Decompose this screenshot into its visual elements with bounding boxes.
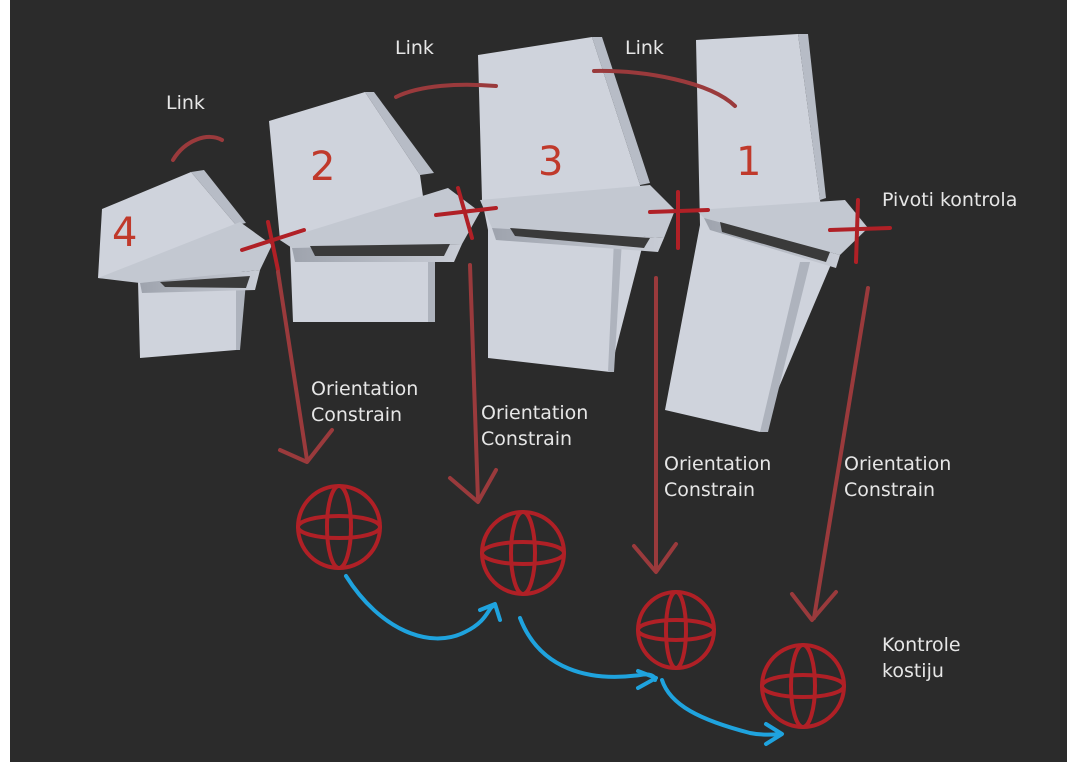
pivot-cross-3 (434, 186, 498, 240)
pivot-cross-1 (828, 198, 892, 264)
hierarchy-arrow-4-3 (344, 574, 502, 641)
bone-number-4: 4 (112, 210, 137, 256)
constraint-label-2-line1: Orientation (664, 453, 772, 475)
pivots-label: Pivoti kontrola (882, 189, 1018, 211)
constraint-arrow-2 (632, 276, 678, 574)
hierarchy-arrows (344, 574, 784, 746)
constraint-label-2-line2: Constrain (664, 479, 756, 501)
constraint-label-3-line1: Orientation (481, 402, 589, 424)
constraint-arrow-4 (276, 270, 334, 464)
controls-label-line2: kostiju (882, 660, 944, 682)
constraint-label-4-line1: Orientation (311, 378, 419, 400)
bone-2: 3 (478, 37, 675, 372)
constraint-arrow-1 (790, 286, 870, 622)
bone-control-3 (480, 510, 566, 596)
rig-diagram: 4 2 3 1 (98, 34, 892, 746)
bone-1: 1 (665, 34, 868, 432)
bone-number-1: 1 (736, 139, 761, 185)
constraint-label-2: Orientation Constrain (664, 451, 771, 503)
constraint-label-3: Orientation Constrain (481, 400, 588, 452)
constraint-label-1-line2: Constrain (844, 479, 936, 501)
link-arc-3-2 (394, 82, 498, 99)
link-label-3-2: Link (395, 37, 434, 59)
link-label-4-3: Link (166, 92, 205, 114)
bone-3: 2 (269, 92, 480, 322)
constraint-label-3-line2: Constrain (481, 428, 573, 450)
link-label-2-1: Link (625, 37, 664, 59)
constraint-label-4-line2: Constrain (311, 404, 403, 426)
bone-control-2 (636, 590, 716, 670)
diagram-canvas: 4 2 3 1 (10, 0, 1067, 762)
constraint-arrows (276, 263, 870, 622)
bone-control-4 (296, 484, 382, 570)
link-arc-2-1 (592, 68, 737, 108)
bone-control-1 (760, 643, 846, 729)
controls-label-line1: Kontrole (882, 634, 961, 656)
hierarchy-arrow-3-2 (518, 616, 658, 690)
bone-number-3: 2 (310, 144, 335, 190)
pivot-crosses (240, 186, 892, 272)
bone-controls (296, 484, 846, 729)
bone-number-2: 3 (538, 139, 563, 185)
hierarchy-arrow-2-1 (660, 678, 784, 746)
link-arcs (171, 68, 737, 162)
pivot-cross-2 (648, 190, 710, 250)
constraint-arrow-3 (448, 263, 498, 504)
controls-label: Kontrole kostiju (882, 632, 961, 684)
constraint-label-1-line1: Orientation (844, 453, 952, 475)
link-arc-4-3 (171, 134, 224, 162)
constraint-label-4: Orientation Constrain (311, 376, 418, 428)
constraint-label-1: Orientation Constrain (844, 451, 951, 503)
pivot-cross-4 (240, 220, 306, 272)
bone-4: 4 (98, 170, 272, 358)
